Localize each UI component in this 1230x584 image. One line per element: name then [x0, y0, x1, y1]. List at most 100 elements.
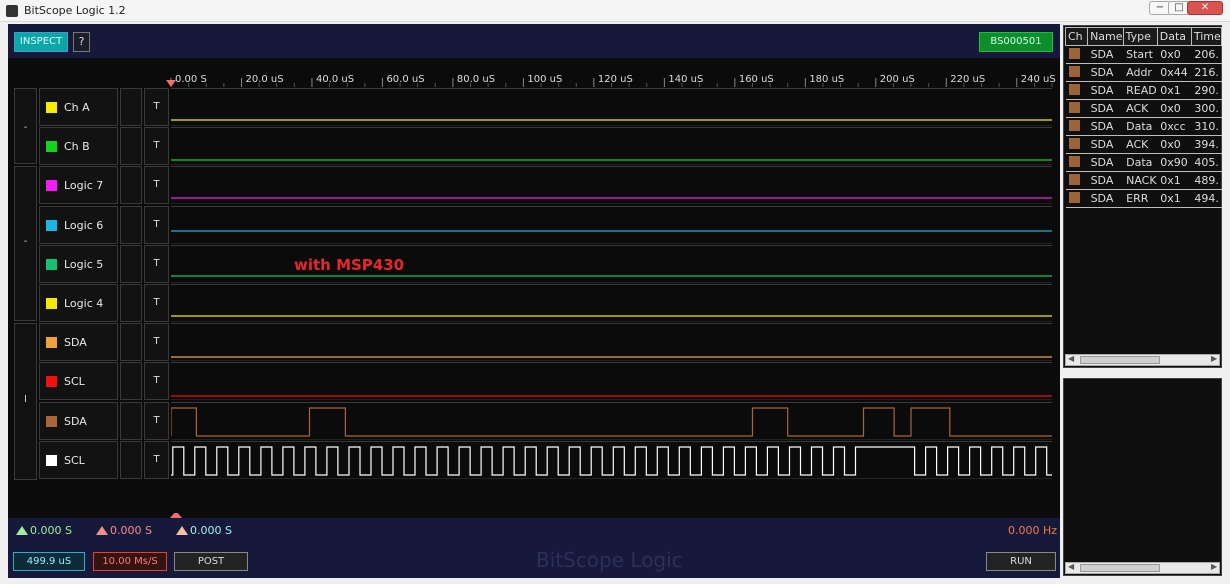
- channel-label[interactable]: Logic 4: [39, 284, 118, 322]
- channel-color-swatch[interactable]: [46, 258, 57, 270]
- inspect-button[interactable]: INSPECT: [14, 32, 68, 52]
- channel-label[interactable]: Logic 5: [39, 244, 118, 283]
- channel-color-swatch: [1068, 192, 1080, 203]
- signal-lane[interactable]: [171, 440, 1052, 479]
- channel-label[interactable]: Ch A: [39, 88, 118, 126]
- decode-type-cell: Addr: [1123, 63, 1158, 82]
- signal-lane[interactable]: [171, 244, 1052, 283]
- scroll-thumb[interactable]: [1080, 564, 1160, 572]
- channel-label[interactable]: SDA: [39, 401, 118, 440]
- channel-color-swatch[interactable]: [46, 298, 57, 309]
- device-id-badge[interactable]: BS000501: [979, 32, 1053, 52]
- channel-label[interactable]: Logic 7: [39, 166, 118, 205]
- channel-color-swatch[interactable]: [46, 376, 57, 388]
- channel-row: Logic 5 T: [39, 244, 1052, 283]
- trigger-toggle[interactable]: T: [144, 88, 169, 126]
- scroll-right-icon[interactable]: ▶: [1211, 354, 1218, 363]
- channel-color-swatch: [1068, 174, 1080, 185]
- post-button[interactable]: POST: [174, 552, 248, 571]
- scroll-thumb[interactable]: [1080, 356, 1160, 364]
- detail-horizontal-scrollbar[interactable]: ◀ ▶: [1065, 562, 1220, 574]
- signal-lane[interactable]: [171, 323, 1052, 362]
- channel-color-swatch[interactable]: [46, 337, 57, 349]
- trigger-toggle[interactable]: T: [144, 323, 169, 362]
- decode-column-header[interactable]: Data: [1156, 27, 1192, 46]
- decode-column-header[interactable]: Type: [1122, 27, 1158, 46]
- channel-color-swatch: [1068, 84, 1080, 95]
- edge-select[interactable]: [120, 362, 142, 401]
- channel-row: SDA T: [39, 401, 1052, 440]
- sample-rate-field[interactable]: 10.00 Ms/S: [93, 552, 167, 571]
- decode-horizontal-scrollbar[interactable]: ◀ ▶: [1065, 354, 1220, 366]
- channel-color-swatch[interactable]: [46, 219, 57, 231]
- channel-label[interactable]: Ch B: [39, 127, 118, 166]
- signal-lane[interactable]: [171, 205, 1052, 244]
- trigger-toggle[interactable]: T: [144, 362, 169, 401]
- trigger-toggle[interactable]: T: [144, 284, 169, 322]
- decode-column-header[interactable]: Time: [1190, 27, 1223, 46]
- edge-select[interactable]: [120, 440, 142, 479]
- signal-lane[interactable]: [171, 88, 1052, 126]
- edge-select[interactable]: [120, 284, 142, 322]
- trigger-toggle[interactable]: T: [144, 205, 169, 244]
- signal-lane[interactable]: [171, 401, 1052, 440]
- channel-color-swatch: [1068, 102, 1080, 113]
- group-logic[interactable]: -: [14, 166, 37, 321]
- channel-color-swatch[interactable]: [46, 415, 57, 427]
- decode-data-cell: 0xcc: [1157, 117, 1192, 136]
- edge-select[interactable]: [120, 401, 142, 440]
- scroll-left-icon[interactable]: ◀: [1068, 562, 1075, 571]
- edge-select[interactable]: [120, 205, 142, 244]
- channel-color-swatch[interactable]: [46, 102, 57, 113]
- edge-select[interactable]: [120, 88, 142, 126]
- edge-select[interactable]: [120, 166, 142, 205]
- signal-lane[interactable]: [171, 127, 1052, 166]
- window-title: BitScope Logic 1.2: [24, 4, 126, 17]
- channel-label[interactable]: SCL: [39, 362, 118, 401]
- channel-color-swatch[interactable]: [46, 454, 57, 466]
- channel-color-swatch[interactable]: [46, 180, 57, 192]
- channel-row: Ch A T: [39, 88, 1052, 126]
- trigger-toggle[interactable]: T: [144, 244, 169, 283]
- run-button[interactable]: RUN: [986, 552, 1056, 571]
- channel-label[interactable]: SDA: [39, 323, 118, 362]
- cursor-c-marker-icon: [176, 526, 188, 535]
- signal-lane[interactable]: [171, 362, 1052, 401]
- channel-label[interactable]: SCL: [39, 440, 118, 479]
- edge-select[interactable]: [120, 323, 142, 362]
- edge-select[interactable]: [120, 127, 142, 166]
- channel-name: Logic 4: [64, 297, 104, 310]
- edge-select[interactable]: [120, 244, 142, 283]
- time-tick-label: 240 uS: [1021, 74, 1056, 85]
- signal-lane[interactable]: [171, 284, 1052, 322]
- trigger-toggle[interactable]: T: [144, 166, 169, 205]
- group-analog[interactable]: -: [14, 88, 37, 164]
- timebase-field[interactable]: 499.9 uS: [13, 552, 85, 571]
- decode-column-header[interactable]: Ch: [1064, 27, 1089, 46]
- channel-label[interactable]: Logic 6: [39, 205, 118, 244]
- channel-color-swatch[interactable]: [46, 141, 57, 153]
- scroll-right-icon[interactable]: ▶: [1211, 562, 1218, 571]
- help-button[interactable]: ?: [73, 32, 90, 52]
- title-bar: BitScope Logic 1.2 − □ ✕: [0, 0, 1230, 22]
- cursor-b-value: 0.000 S: [110, 524, 152, 537]
- scroll-left-icon[interactable]: ◀: [1068, 354, 1075, 363]
- trigger-toggle[interactable]: T: [144, 401, 169, 440]
- close-button[interactable]: ✕: [1187, 1, 1223, 15]
- group-i2c[interactable]: I: [14, 323, 37, 480]
- trigger-toggle[interactable]: T: [144, 440, 169, 479]
- trigger-toggle[interactable]: T: [144, 127, 169, 166]
- signal-lane[interactable]: [171, 166, 1052, 205]
- decode-column-header[interactable]: Name: [1087, 27, 1124, 46]
